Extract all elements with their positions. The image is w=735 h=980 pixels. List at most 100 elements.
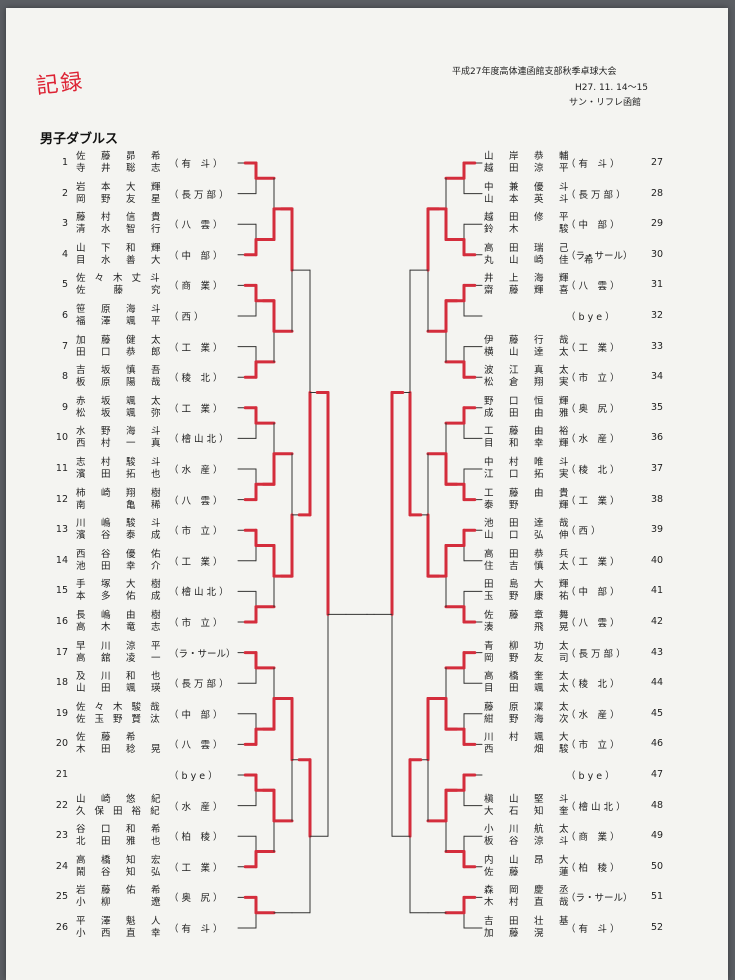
player-name: 藤 村 信 貴 bbox=[76, 212, 164, 224]
player-name: 森 岡 慶 丞 bbox=[484, 885, 572, 897]
player-name: 松 坂 颯 弥 bbox=[76, 407, 164, 419]
player-name: 山 田 颯 瑛 bbox=[76, 683, 164, 695]
entry-row: 22 山 崎 悠 紀久 保 田 裕 紀 （ 水 産 ） bbox=[6, 793, 306, 819]
player-names: 高 田 恭 兵住 吉 慎 太 bbox=[484, 549, 572, 573]
player-name: 紺 野 海 次 bbox=[484, 713, 572, 725]
school-name: （ 工 業 ） bbox=[169, 403, 223, 415]
player-name: 田 島 大 輝 bbox=[484, 579, 572, 591]
player-names: 中 兼 優 斗山 本 英 斗 bbox=[484, 182, 572, 206]
player-names: 手 塚 大 樹本 多 佑 成 bbox=[76, 579, 164, 603]
player-names: 池 田 達 哉山 口 弘 伸 bbox=[484, 518, 572, 542]
school-name: （ 檜 山 北 ） bbox=[566, 801, 626, 813]
player-name: 湊 飛 晃 bbox=[484, 622, 572, 633]
player-name: 池 田 達 哉 bbox=[484, 518, 572, 530]
player-name: 玉 野 康 祐 bbox=[484, 591, 572, 603]
school-name: （ 水 産 ） bbox=[169, 465, 223, 476]
player-name: 越 田 修 平 bbox=[484, 212, 572, 224]
entry-number: 34 bbox=[651, 371, 664, 383]
school-name: （ 市 立 ） bbox=[566, 740, 620, 752]
entry-number: 52 bbox=[651, 922, 664, 933]
player-name: 泰 野 輝 bbox=[484, 499, 572, 511]
player-name: 岡 野 友 星 bbox=[76, 193, 164, 205]
entry-number: 49 bbox=[651, 830, 664, 842]
entry-number: 2 bbox=[61, 187, 68, 199]
tournament-name: 平成27年度高体連函館支部秋季卓球大会 bbox=[452, 67, 617, 77]
entry-number: 31 bbox=[651, 279, 664, 291]
player-name: 丸 山 崎 佳 希 bbox=[484, 254, 597, 266]
school-name: （ラ・サール） bbox=[566, 893, 633, 905]
player-name: 高 田 瑞 己 bbox=[484, 242, 572, 254]
entry-number: 44 bbox=[651, 677, 664, 689]
school-name: （ 檜 山 北 ） bbox=[169, 587, 229, 599]
player-names: 山 下 和 輝目 水 善 大 bbox=[76, 243, 164, 267]
player-names: 山 崎 悠 紀久 保 田 裕 紀 bbox=[76, 794, 164, 818]
player-names: 高 橋 知 宏鬧 谷 知 弘 bbox=[76, 855, 164, 879]
player-names: 内 山 昂 大佐 藤 蓮 bbox=[484, 855, 572, 879]
entry-number: 22 bbox=[55, 799, 68, 811]
player-name: 横 山 達 太 bbox=[484, 346, 572, 358]
player-name: 板 谷 涼 斗 bbox=[484, 836, 572, 848]
entry-row: 32（ b y e ） bbox=[6, 303, 728, 329]
player-name: 川 村 颯 大 bbox=[484, 732, 572, 744]
player-names: 志 村 駿 斗濱 田 拓 也 bbox=[76, 457, 164, 481]
player-names: 波 江 真 太松 倉 翔 実 bbox=[484, 365, 572, 389]
school-name: （ 檜 山 北 ） bbox=[169, 434, 229, 446]
school-name: （ 有 斗 ） bbox=[169, 159, 223, 170]
player-names: 長 嶋 由 樹高 木 竜 志 bbox=[76, 610, 164, 634]
player-names: 山 岸 恭 輔越 田 涼 平 bbox=[484, 151, 572, 175]
player-names: 西 谷 優 佑池 田 幸 介 bbox=[76, 549, 164, 573]
player-names: 佐 藤 章 舞湊 飛 晃 bbox=[484, 610, 572, 634]
player-name: 田 口 恭 郎 bbox=[76, 346, 164, 358]
school-name: （ 長 万 部 ） bbox=[169, 679, 229, 691]
player-name: 野 口 恒 輝 bbox=[484, 395, 572, 407]
player-name: 槇 山 堅 斗 bbox=[484, 793, 572, 805]
entry-number: 33 bbox=[651, 340, 664, 352]
entry-number: 12 bbox=[55, 493, 68, 505]
entry-number: 18 bbox=[55, 677, 68, 689]
school-name: （ 有 斗 ） bbox=[566, 159, 620, 170]
school-name: （ 中 部 ） bbox=[566, 220, 620, 232]
school-name: （ 稜 北 ） bbox=[169, 373, 223, 385]
player-name: 藤 原 凜 太 bbox=[484, 701, 572, 713]
player-name: 目 田 颯 太 bbox=[484, 683, 572, 695]
player-name: 木 村 直 哉 bbox=[484, 897, 572, 909]
entry-number: 36 bbox=[651, 432, 664, 444]
school-name: （ 八 雲 ） bbox=[566, 618, 620, 629]
player-names: 岩 藤 佑 希小 柳 遼 bbox=[76, 885, 164, 909]
entry-number: 10 bbox=[55, 432, 68, 444]
player-names: 佐 々 木 駿 哉佐 玉 野 賢 汰 bbox=[76, 702, 163, 726]
player-name: 木 田 稔 晃 bbox=[76, 744, 164, 756]
player-name: 山 崎 悠 紀 bbox=[76, 793, 164, 805]
entry-number: 32 bbox=[651, 310, 664, 321]
school-name: （ 水 産 ） bbox=[169, 801, 223, 813]
player-name: 本 多 佑 成 bbox=[76, 591, 164, 603]
player-name: 佐 藤 蓮 bbox=[484, 866, 572, 878]
school-name: （ b y e ） bbox=[566, 771, 615, 782]
player-names: 柿 崎 翔 樹南 亀 稀 bbox=[76, 488, 164, 512]
player-name: 波 江 真 太 bbox=[484, 365, 572, 377]
player-name: 池 田 幸 介 bbox=[76, 560, 164, 572]
player-name: 志 村 駿 斗 bbox=[76, 457, 164, 468]
school-name: （ b y e ） bbox=[169, 771, 218, 782]
tournament-venue: サン・リフレ函館 bbox=[569, 98, 642, 108]
player-name: 久 保 田 裕 紀 bbox=[76, 805, 163, 817]
player-names: 岩 本 大 輝岡 野 友 星 bbox=[76, 182, 164, 206]
